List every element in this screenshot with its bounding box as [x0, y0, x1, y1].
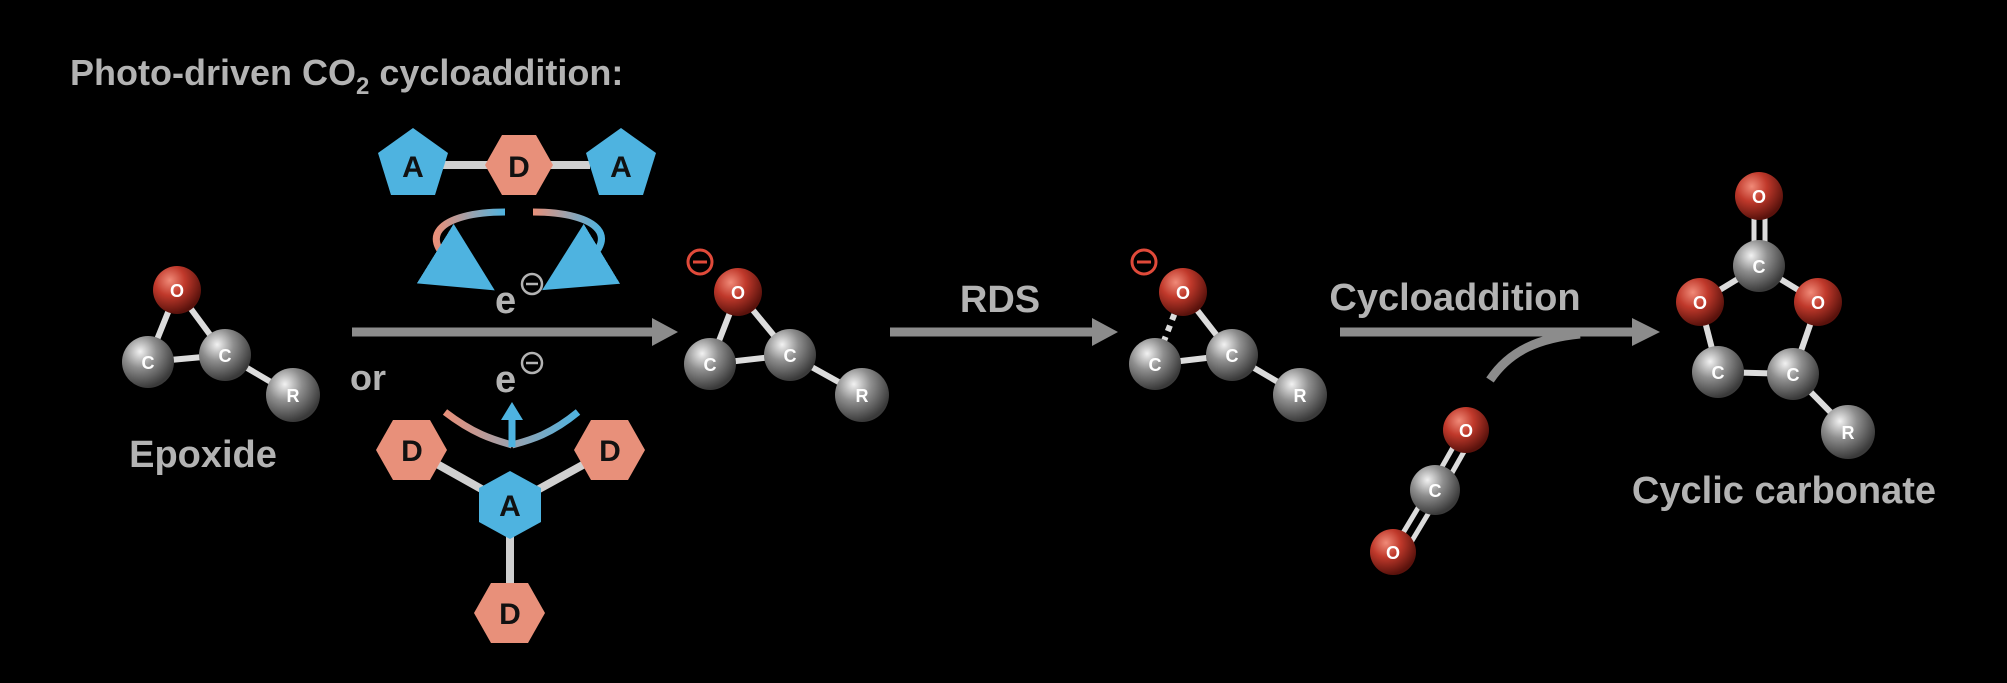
svg-text:C: C: [1226, 346, 1239, 366]
carbon-atom: [122, 336, 174, 388]
reaction-arrow-1: [352, 318, 678, 346]
epoxide-molecule: O C C R: [122, 266, 320, 422]
svg-text:O: O: [1176, 283, 1190, 303]
donor-hexagon: [474, 583, 545, 643]
svg-text:D: D: [599, 435, 621, 468]
svg-text:R: R: [856, 386, 869, 406]
donor-hexagon: [376, 420, 447, 480]
svg-text:O: O: [1811, 293, 1825, 313]
or-label: or: [350, 357, 386, 398]
oxygen-atom: [714, 268, 762, 316]
svg-text:R: R: [1294, 386, 1307, 406]
svg-text:A: A: [499, 490, 521, 523]
svg-text:C: C: [142, 353, 155, 373]
epoxide-radical-anion: O C C R: [684, 248, 889, 422]
carbon-atom: [1410, 465, 1460, 515]
epoxide-label: Epoxide: [129, 434, 277, 476]
svg-text:D: D: [508, 151, 530, 184]
carbon-atom: [1767, 348, 1819, 400]
svg-text:C: C: [1753, 257, 1766, 277]
donor-hexagon: [574, 420, 645, 480]
oxygen-atom: [1794, 278, 1842, 326]
carbon-atom: [199, 329, 251, 381]
oxygen-atom: [1159, 268, 1207, 316]
minus-charge-icon: [520, 351, 544, 375]
oxygen-atom: [1676, 278, 1724, 326]
donor-hexagon: [485, 135, 553, 195]
ring-opened-intermediate: O C C R: [1129, 248, 1327, 422]
reaction-arrow-3: [1340, 318, 1660, 383]
electron-label-upper: e: [495, 272, 544, 322]
carbon-atom: [1733, 240, 1785, 292]
cyclic-carbonate-molecule: O C O O C C R: [1676, 172, 1875, 459]
oxygen-atom: [1443, 407, 1489, 453]
svg-text:C: C: [1712, 363, 1725, 383]
electron-transfer-arrow-icon: [501, 402, 523, 420]
r-group-atom: [1273, 368, 1327, 422]
svg-text:C: C: [1149, 355, 1162, 375]
minus-charge-icon: [520, 272, 544, 296]
minus-charge-icon: [686, 248, 714, 276]
co2-molecule: O C O: [1370, 407, 1489, 575]
svg-text:C: C: [1787, 365, 1800, 385]
svg-text:O: O: [1459, 421, 1473, 441]
electron-transfer-arrow-icon: [416, 208, 506, 291]
svg-text:O: O: [170, 281, 184, 301]
svg-text:A: A: [402, 151, 424, 184]
carbon-atom: [684, 338, 736, 390]
svg-text:C: C: [219, 346, 232, 366]
svg-text:D: D: [401, 435, 423, 468]
svg-text:O: O: [731, 283, 745, 303]
svg-text:O: O: [1752, 187, 1766, 207]
title: Photo-driven CO2 cycloaddition:: [70, 52, 623, 100]
carbon-atom: [1206, 329, 1258, 381]
carbon-atom: [1129, 338, 1181, 390]
svg-text:C: C: [784, 346, 797, 366]
svg-text:e: e: [495, 280, 516, 322]
minus-charge-icon: [1130, 248, 1158, 276]
carbon-atom: [764, 329, 816, 381]
svg-text:C: C: [704, 355, 717, 375]
acceptor-pentagon: [378, 128, 448, 195]
carbon-atom: [1692, 346, 1744, 398]
linear-donor-acceptor: A D A: [378, 128, 656, 291]
cyclic-carbonate-label: Cyclic carbonate: [1632, 470, 1936, 512]
oxygen-atom: [153, 266, 201, 314]
svg-text:O: O: [1693, 293, 1707, 313]
reaction-arrow-2: [890, 318, 1118, 346]
oxygen-atom: [1735, 172, 1783, 220]
svg-text:A: A: [610, 151, 632, 184]
acceptor-hexagon: [479, 471, 541, 539]
rds-label: RDS: [960, 279, 1040, 321]
electron-transfer-arrow-icon: [532, 208, 621, 291]
svg-text:e: e: [495, 359, 516, 401]
svg-text:D: D: [499, 598, 521, 631]
svg-text:C: C: [1429, 481, 1442, 501]
r-group-atom: [266, 368, 320, 422]
oxygen-atom: [1370, 529, 1416, 575]
acceptor-pentagon: [586, 128, 656, 195]
r-group-atom: [1821, 405, 1875, 459]
svg-text:R: R: [287, 386, 300, 406]
star-donor-acceptor: D D A D: [376, 402, 645, 643]
electron-label-lower: e: [495, 351, 544, 401]
svg-text:O: O: [1386, 543, 1400, 563]
cycloaddition-label: Cycloaddition: [1329, 277, 1580, 319]
svg-text:R: R: [1842, 423, 1855, 443]
r-group-atom: [835, 368, 889, 422]
